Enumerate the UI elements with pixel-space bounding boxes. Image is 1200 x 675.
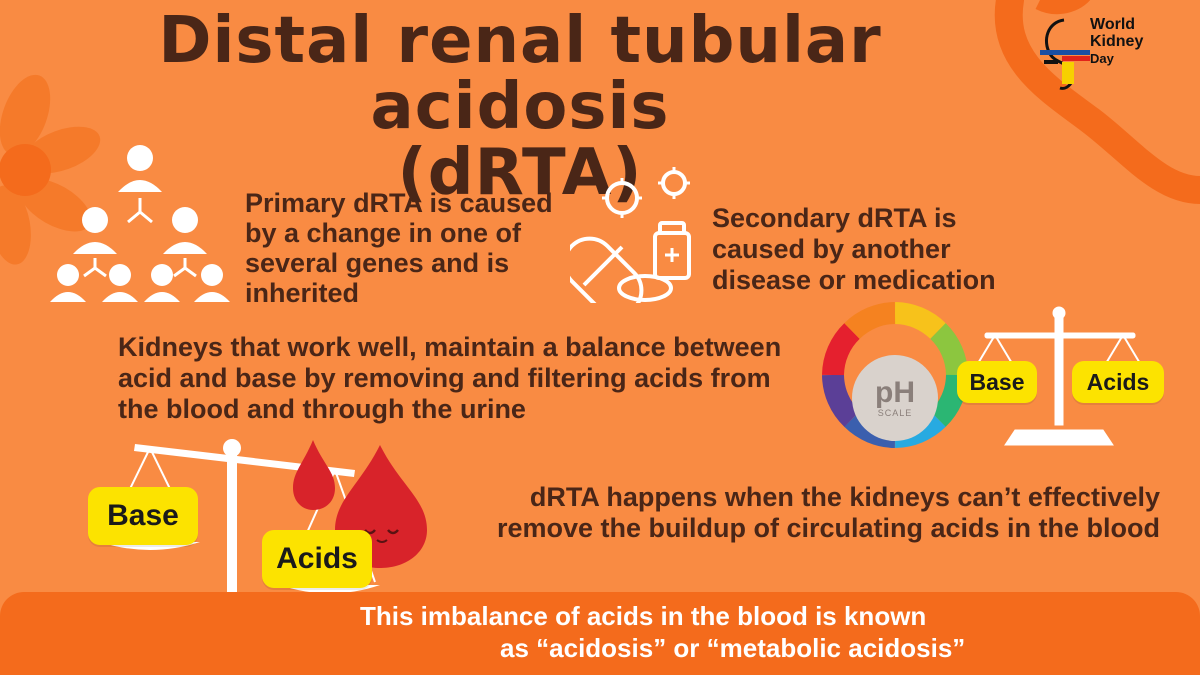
footer-band: [0, 592, 1200, 675]
footer-line-1: This imbalance of acids in the blood is …: [360, 601, 927, 631]
title-line-2: (dRTA): [397, 136, 643, 210]
small-scale-acids-tag: Acids: [1072, 361, 1164, 403]
primary-drta-text: Primary dRTA is caused by a change in on…: [245, 188, 553, 308]
kidneys-balance-text: Kidneys that work well, maintain a balan…: [118, 332, 782, 424]
ph-scale-label: SCALE: [877, 408, 913, 418]
medication-virus-icon: [570, 167, 691, 303]
logo-line-world: World: [1090, 16, 1136, 33]
drta-happens-text: dRTA happens when the kidneys can’t effe…: [496, 482, 1160, 543]
ph-scale-center: pH SCALE: [852, 355, 938, 441]
world-kidney-day-logo-icon: [1040, 18, 1090, 90]
page-title: Distal renal tubular acidosis (dRTA): [45, 8, 995, 206]
footer-line-2: as “acidosis” or “metabolic acidosis”: [500, 633, 966, 663]
ph-label: pH: [875, 376, 915, 409]
title-line-1: Distal renal tubular acidosis: [158, 4, 882, 144]
logo-line-kidney: Kidney: [1090, 33, 1144, 50]
logo-text: World Kidney Day: [1090, 16, 1143, 67]
footer-text: This imbalance of acids in the blood is …: [360, 600, 1040, 664]
big-scale-base-tag: Base: [88, 487, 198, 545]
secondary-drta-text: Secondary dRTA is caused by another dise…: [712, 203, 996, 295]
small-scale-base-tag: Base: [957, 361, 1037, 403]
small-balance-scale-icon: [976, 306, 1142, 446]
big-scale-acids-tag: Acids: [262, 530, 372, 588]
family-tree-icon: [50, 145, 230, 302]
logo-line-day: Day: [1090, 51, 1114, 66]
